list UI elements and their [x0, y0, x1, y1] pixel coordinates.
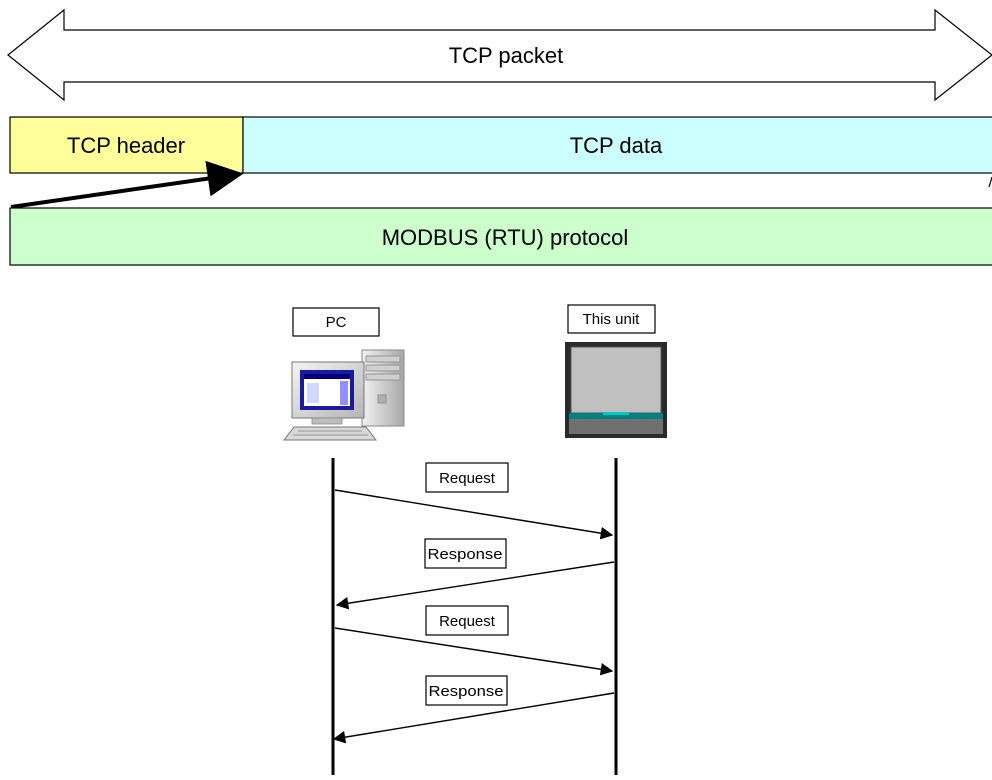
pc-label: PC [326, 314, 347, 331]
modbus-protocol-label: MODBUS (RTU) protocol [382, 225, 629, 250]
expansion-line-left [10, 160, 244, 209]
tcp-data-block [242, 116, 992, 174]
unit-label: This unit [583, 311, 641, 328]
message-label: Response [428, 546, 503, 563]
message-label: Request [439, 613, 496, 630]
message-request-1: Request [334, 462, 614, 540]
message-label: Response [429, 683, 504, 700]
tcp-packet-arrow [7, 8, 992, 102]
tcp-packet-label: TCP packet [449, 43, 564, 68]
message-response-2: Response [332, 675, 615, 744]
message-request-2: Request [334, 605, 614, 676]
tcp-header-label: TCP header [67, 133, 185, 158]
modbus-protocol-block [9, 207, 992, 266]
message-response-1: Response [335, 538, 615, 610]
desktop-computer-icon [282, 349, 405, 441]
tcp-data-label: TCP data [570, 133, 663, 158]
tcp-header-block [9, 116, 244, 174]
unit-label-box [567, 304, 656, 334]
pc-label-box [292, 307, 380, 337]
panel-unit-icon [565, 342, 667, 438]
message-label: Request [439, 470, 496, 487]
